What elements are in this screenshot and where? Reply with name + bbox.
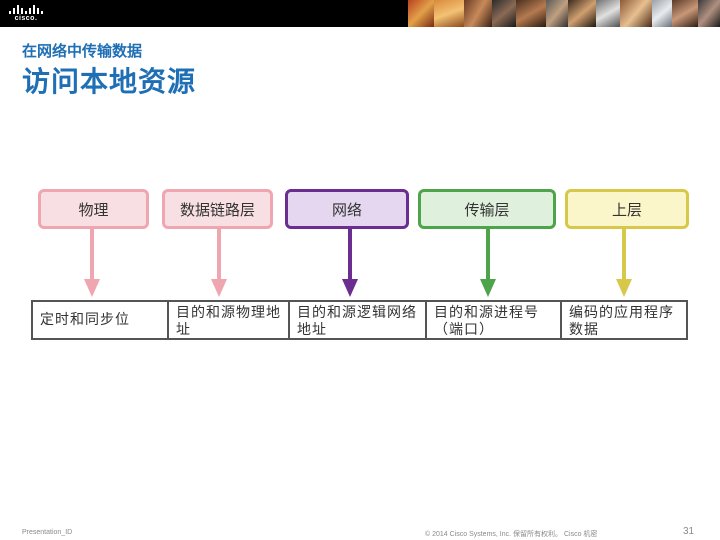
table-cell-port: 目的和源进程号（端口） (427, 302, 562, 338)
arrow-down-icon (479, 229, 497, 299)
logo-wordmark: cisco. (8, 15, 44, 22)
top-banner: cisco. (0, 0, 720, 27)
slide-title: 访问本地资源 (22, 60, 196, 100)
layer-box-data-link: 数据链路层 (162, 189, 273, 229)
frame-fields-table: 定时和同步位 目的和源物理地址 目的和源逻辑网络地址 目的和源进程号（端口） 编… (31, 300, 688, 340)
table-cell-logical-address: 目的和源逻辑网络地址 (290, 302, 427, 338)
cisco-logo: cisco. (8, 4, 44, 24)
layer-box-network: 网络 (285, 189, 409, 229)
table-cell-application-data: 编码的应用程序数据 (562, 302, 686, 338)
layer-box-transport: 传输层 (418, 189, 556, 229)
layer-box-upper: 上层 (565, 189, 689, 229)
slide-subtitle: 在网络中传输数据 (22, 40, 142, 61)
footer-copyright: © 2014 Cisco Systems, Inc. 保留所有权利。 Cisco… (425, 529, 597, 539)
page-number: 31 (683, 526, 694, 537)
arrow-down-icon (210, 229, 228, 299)
table-cell-physical-address: 目的和源物理地址 (169, 302, 290, 338)
banner-photo-strip (408, 0, 720, 27)
arrow-down-icon (341, 229, 359, 299)
table-cell-timing: 定时和同步位 (33, 302, 169, 338)
arrow-down-icon (83, 229, 101, 299)
arrow-down-icon (615, 229, 633, 299)
footer-presentation-id: Presentation_ID (22, 529, 72, 536)
layer-box-physical: 物理 (38, 189, 149, 229)
